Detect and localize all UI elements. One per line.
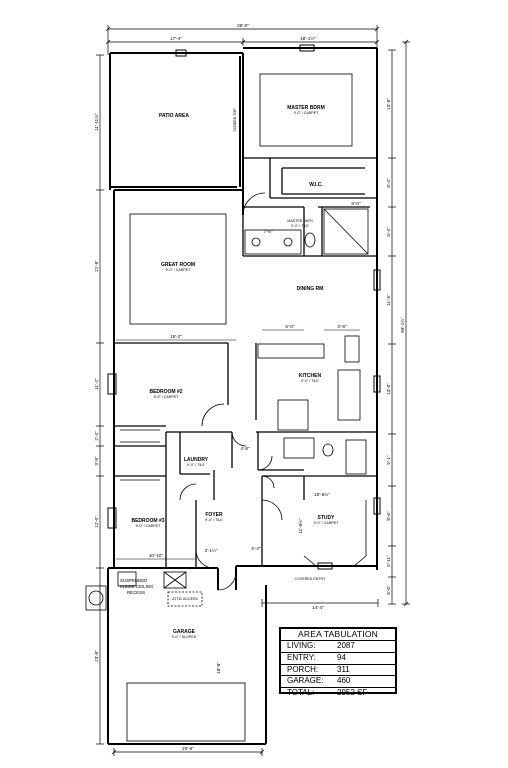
area-label: PORCH: <box>287 664 319 674</box>
label-kitchen: KITCHEN <box>299 373 322 379</box>
dim-right-bath: 5'-1" <box>386 455 391 465</box>
dim-right-master: 13'-8" <box>386 98 391 110</box>
dim-right-total: 69'-1½" <box>399 317 405 333</box>
label-bed3: BEDROOM #3 <box>131 518 164 524</box>
dimension-lines <box>96 25 410 756</box>
dim-porch-w: 14'-4" <box>312 605 324 610</box>
label-bed2: BEDROOM #2 <box>149 389 182 395</box>
dim-left-patio: 11'-11½" <box>93 113 99 131</box>
label-laundry: LAUNDRY <box>184 457 209 463</box>
dim-left-hall2: 3'-8" <box>94 456 99 466</box>
dim-garage-depth: 18'-8" <box>216 662 221 674</box>
note-line-1: SUSPENDED <box>120 578 147 583</box>
dim-study-width: 10'-6½" <box>314 491 330 497</box>
area-unit: SF <box>357 688 368 698</box>
dim-left-bed2: 11'-2" <box>94 378 99 390</box>
windows <box>107 44 381 570</box>
dim-right-porch: 5'-0" <box>386 585 391 595</box>
label-mbath-sub: 9'-0" / TILE <box>291 224 309 228</box>
dim-right-entry: 5'-11" <box>386 555 391 567</box>
dim-top-left: 17'-4" <box>170 36 182 41</box>
room-outlines <box>85 73 369 742</box>
area-value: 460 <box>337 676 351 686</box>
label-foyer: FOYER <box>205 512 223 518</box>
area-row-garage: GARAGE: 460 <box>281 676 395 689</box>
label-kitchen-sub: 9'-0" / TILE <box>301 379 319 383</box>
area-value: 311 <box>337 664 350 674</box>
dim-left-hall1: 2'-4" <box>94 431 99 441</box>
label-master-sub: 9'-0" / CARPET <box>294 111 320 115</box>
label-mbath: MASTER BATH <box>287 219 313 223</box>
area-label: GARAGE: <box>287 676 324 686</box>
dim-left-garage: 23'-8" <box>94 650 99 662</box>
area-tabulation-table: AREA TABULATION LIVING: 2087 ENTRY: 94 P… <box>279 627 397 697</box>
dim-top-total: 35'-0" <box>237 23 249 28</box>
dim-great-width: 15'-2" <box>170 334 182 339</box>
label-garage: GARAGE <box>173 629 196 635</box>
dimension-texts: 35'-0" 17'-4" 18'-1½" 69'-1½" 13'-8" 6'-… <box>93 23 405 751</box>
label-bed3-sub: 9'-0" / CARPET <box>136 524 162 528</box>
dim-laundry-w: 4'-8" <box>240 446 250 451</box>
dim-right-dining: 11'-5" <box>386 294 391 306</box>
label-master: MASTER BDRM <box>287 105 325 111</box>
room-labels: PATIO AREA MASTER BDRM 9'-0" / CARPET W.… <box>120 105 339 639</box>
area-row-porch: PORCH: 311 <box>281 665 395 677</box>
doors <box>179 192 283 591</box>
label-great-sub: 9'-0" / CARPET <box>166 268 192 272</box>
label-study-sub: 9'-0" / CARPET <box>314 521 340 525</box>
interior-walls <box>114 157 377 568</box>
label-entry: COVERED ENTRY <box>295 577 326 581</box>
area-row-total: TOTAL: 2952 SF <box>281 688 395 699</box>
area-row-living: LIVING: 2087 <box>281 641 395 653</box>
label-patio: PATIO AREA <box>159 113 189 119</box>
area-value: 2952 <box>337 688 355 698</box>
dim-kitchen-w1: 5'-0" <box>285 324 295 329</box>
area-value: 94 <box>337 652 346 662</box>
area-table-title: AREA TABULATION <box>281 629 395 641</box>
label-wic: W.I.C. <box>309 182 323 188</box>
label-screen: SCREEN TOP <box>233 108 237 132</box>
label-study: STUDY <box>318 515 336 521</box>
dim-right-kitchen: 13'-0" <box>386 383 391 395</box>
dim-mbath-w: 7'-6" <box>263 229 273 234</box>
label-bed2-sub: 9'-0" / CARPET <box>154 395 180 399</box>
label-great: GREAT ROOM <box>161 262 195 268</box>
dim-garage-width: 20'-8" <box>182 746 194 751</box>
area-label: TOTAL: <box>287 688 315 698</box>
dim-foyer-width: 3'-1½" <box>205 547 218 553</box>
dim-study-depth: 11'-6½" <box>297 518 303 534</box>
dim-top-right: 18'-1½" <box>300 35 316 41</box>
dim-right-6: 6'-4" <box>386 178 391 188</box>
dim-entry-w: 6'-4" <box>251 546 261 551</box>
label-attic: ATTIC ACCESS <box>172 597 198 601</box>
area-value: 2087 <box>337 641 355 650</box>
dim-bed3-width: 10'-10" <box>149 553 164 558</box>
label-dining: DINING RM <box>297 286 324 292</box>
dim-wic-w: 6'-0" <box>351 201 361 206</box>
note-line-2: INSIDE CEILING <box>120 584 154 589</box>
note-line-3: RECESS <box>127 590 145 595</box>
dim-right-4: 5'-4" <box>386 227 391 237</box>
area-row-entry: ENTRY: 94 <box>281 653 395 665</box>
exterior-walls <box>107 47 378 745</box>
label-garage-sub: 9'-0" / SLOPED <box>172 635 197 639</box>
label-laundry-sub: 9'-0" / TILE <box>187 463 205 467</box>
area-label: LIVING: <box>287 641 316 650</box>
dim-right-study: 8'-6" <box>386 511 391 521</box>
dim-kitchen-w2: 3'-8" <box>337 324 347 329</box>
dim-left-bed3: 12'-0" <box>94 516 99 528</box>
area-label: ENTRY: <box>287 652 316 662</box>
dim-left-great: 21'-8" <box>94 260 99 272</box>
label-foyer-sub: 9'-0" / TILE <box>205 518 223 522</box>
